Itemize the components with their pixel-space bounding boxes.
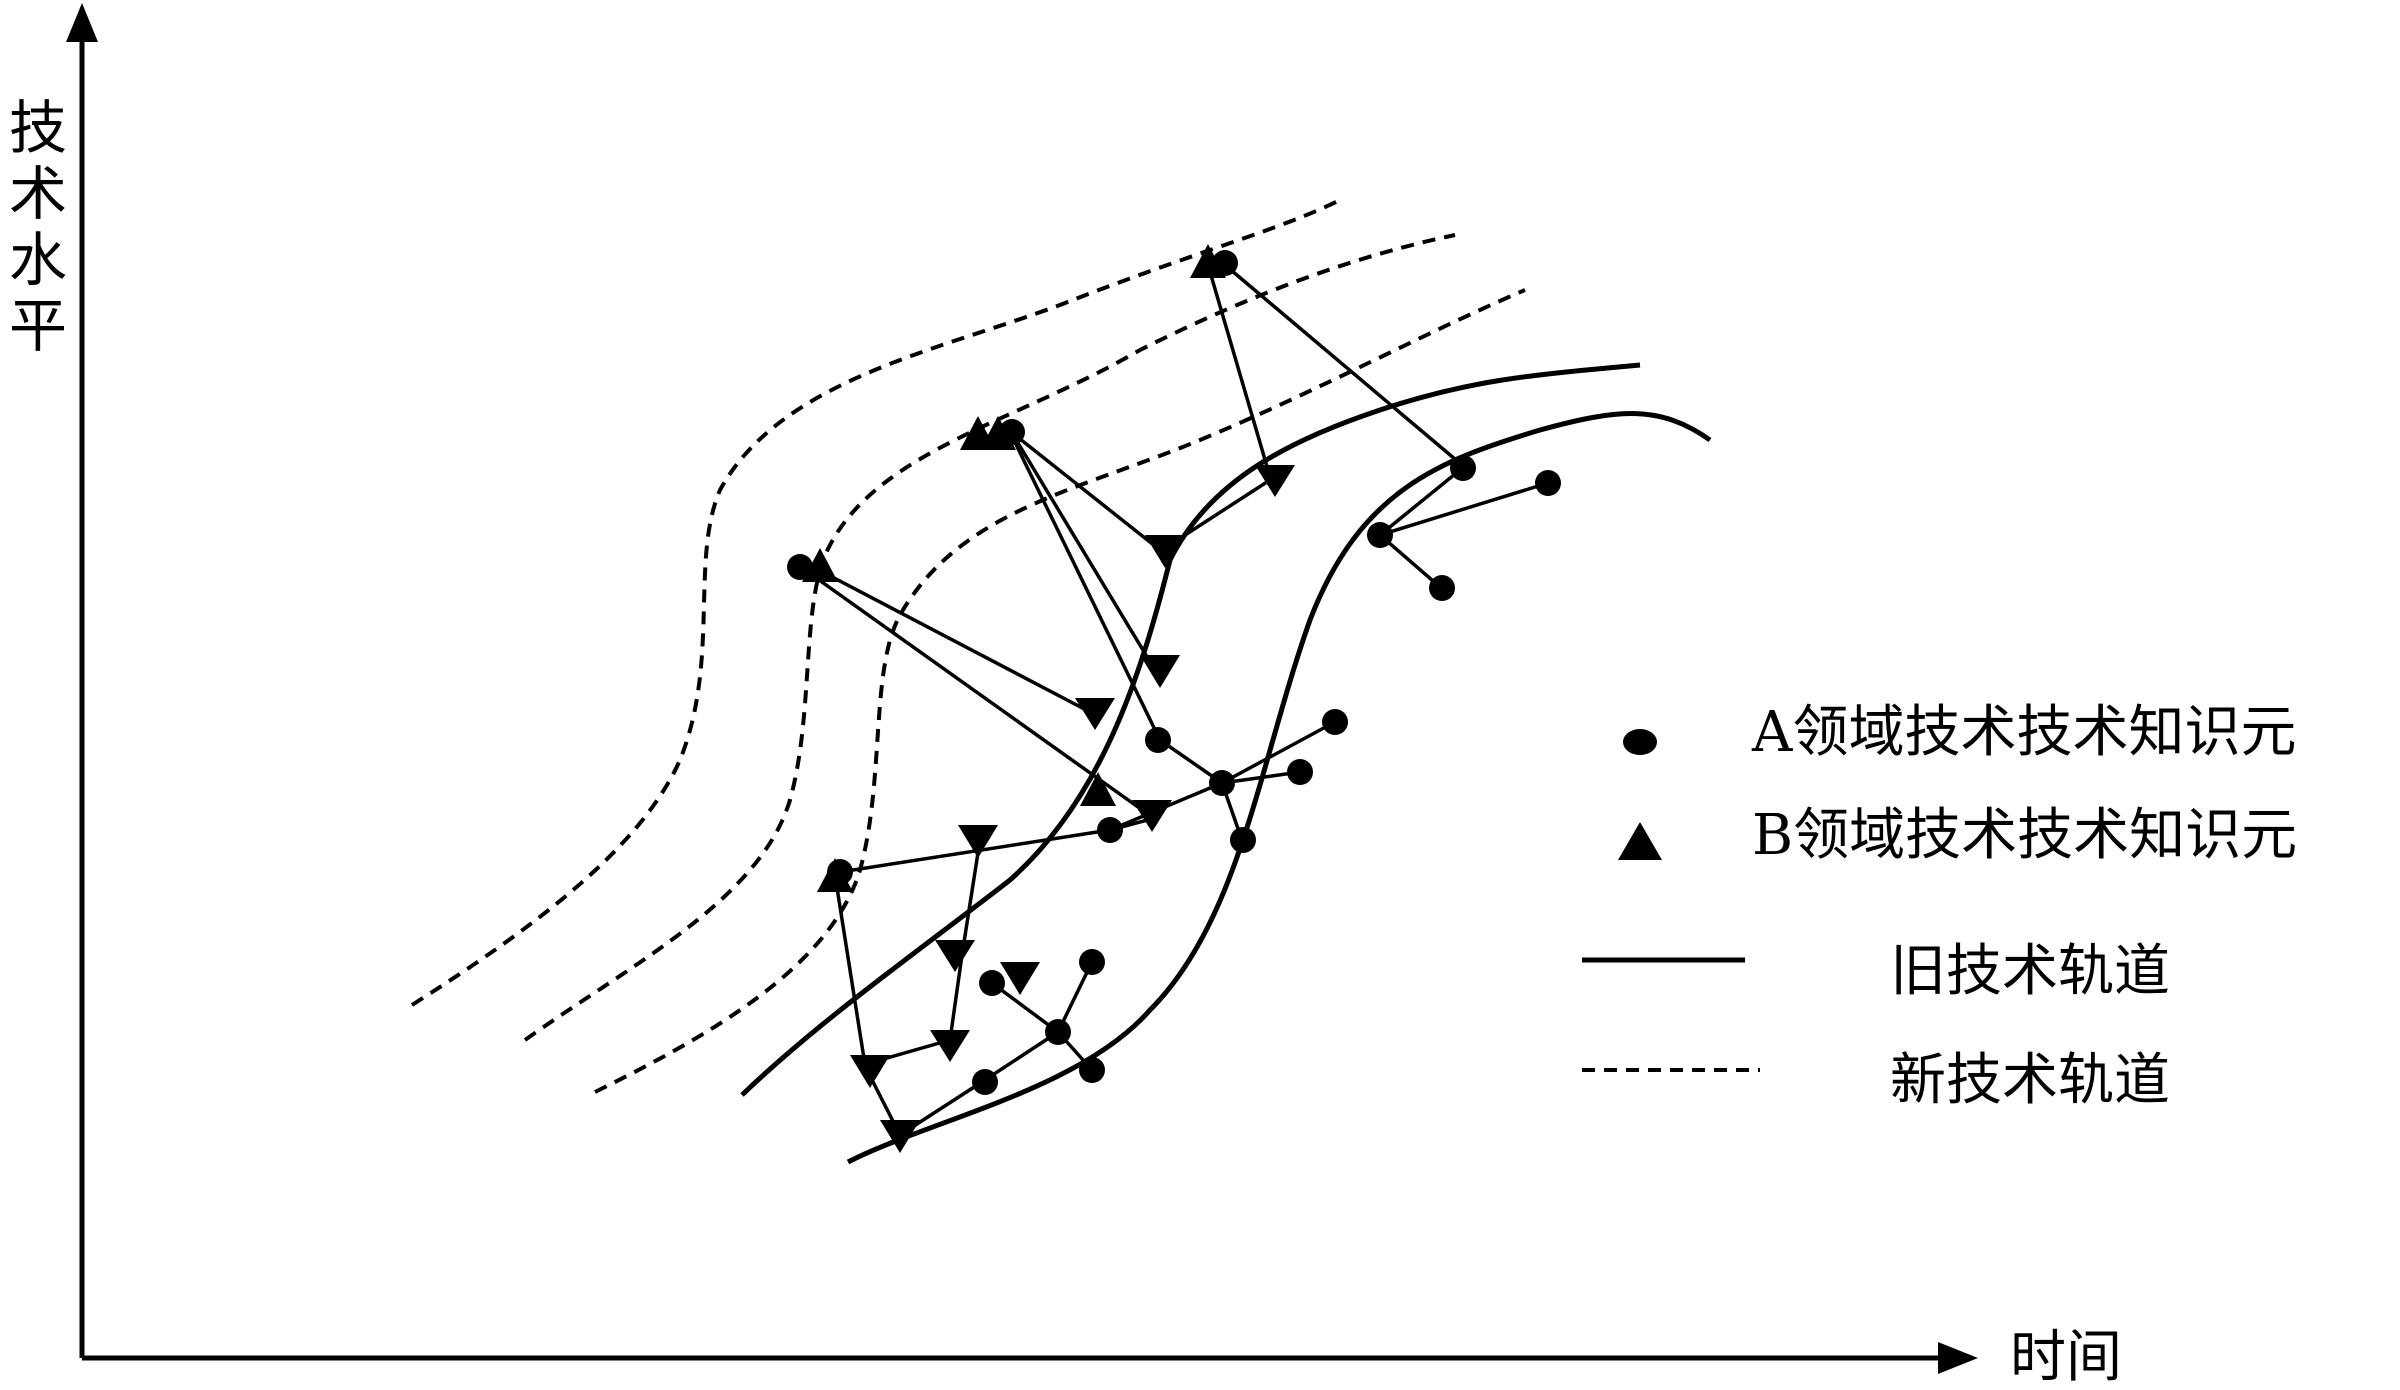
- b-element-up-5: [1080, 772, 1116, 806]
- a-element-5: [1535, 470, 1561, 496]
- a-element-13: [1097, 817, 1123, 843]
- old-trajectory-2: [846, 411, 1712, 1165]
- a-element-4: [1450, 455, 1476, 481]
- new-trajectories: [410, 198, 1526, 1094]
- link-18: [833, 874, 867, 1066]
- b-element-up-6: [817, 858, 853, 892]
- link-3: [1008, 431, 1162, 741]
- link-22: [879, 1038, 951, 1062]
- b-element-down-11: [880, 1120, 920, 1153]
- a-element-16: [979, 970, 1005, 996]
- a-element-7: [1429, 575, 1455, 601]
- link-12: [1221, 721, 1334, 785]
- link-23: [948, 954, 964, 1041]
- x-axis-arrow: [1938, 1342, 1978, 1374]
- b-element-down-4: [1075, 698, 1115, 730]
- old-trajectory-1: [740, 362, 1641, 1097]
- a-element-6: [1367, 522, 1393, 548]
- b-element-up-1: [802, 548, 838, 582]
- legend-a-symbol: [1623, 729, 1657, 755]
- link-10: [1378, 468, 1462, 537]
- x-axis-label: 时间: [2010, 1325, 2122, 1390]
- new-trajectory-1: [410, 198, 1341, 1007]
- link-25: [990, 981, 1060, 1034]
- b-element-down-6: [958, 825, 998, 858]
- legend-symbols: [1582, 729, 1760, 1072]
- b-element-down-2: [1255, 465, 1295, 497]
- legend-b-symbol: [1618, 822, 1662, 860]
- a-element-11: [1209, 770, 1235, 796]
- new-trajectory-3: [594, 288, 1526, 1094]
- b-element-down-8: [1000, 962, 1040, 995]
- b-domain-elements: [802, 244, 1295, 1153]
- link-5: [1013, 433, 1162, 552]
- a-element-10: [1145, 727, 1171, 753]
- link-1: [796, 563, 1147, 814]
- b-element-down-7: [935, 940, 975, 972]
- old-trajectories: [740, 362, 1712, 1165]
- b-element-down-9: [930, 1030, 970, 1062]
- axes: [66, 3, 1978, 1374]
- link-11: [1378, 533, 1442, 589]
- link-2: [814, 566, 1091, 714]
- new-trajectory-2: [523, 233, 1456, 1042]
- legend-b-label: B领域技术技术知识元: [1752, 803, 2298, 868]
- legend-a-label: A领域技术技术知识元: [1752, 700, 2297, 765]
- a-element-9: [1287, 759, 1313, 785]
- link-7: [1206, 264, 1270, 471]
- legend-old-label: 旧技术轨道: [1890, 939, 2170, 1004]
- link-13: [1221, 770, 1301, 785]
- b-element-down-5: [1132, 800, 1172, 832]
- a-element-17: [1045, 1019, 1071, 1045]
- link-21: [984, 1030, 1059, 1082]
- b-element-down-10: [850, 1055, 890, 1088]
- b-element-up-4: [1190, 244, 1226, 278]
- link-9: [1379, 481, 1549, 537]
- b-element-down-3: [1140, 655, 1180, 688]
- link-24: [960, 839, 982, 956]
- y-axis-label: 技术水平: [8, 94, 67, 360]
- a-domain-elements: [787, 250, 1561, 1095]
- y-axis-arrow: [66, 3, 98, 42]
- b-element-up-3: [980, 416, 1016, 450]
- link-8: [1223, 263, 1464, 467]
- a-element-19: [972, 1069, 998, 1095]
- b-element-down-1: [1145, 535, 1185, 568]
- a-element-12: [1230, 827, 1256, 853]
- a-element-18: [1079, 1057, 1105, 1083]
- a-element-8: [1322, 709, 1348, 735]
- a-element-15: [1079, 949, 1105, 975]
- link-4: [1013, 437, 1157, 671]
- legend-new-label: 新技术轨道: [1890, 1048, 2170, 1113]
